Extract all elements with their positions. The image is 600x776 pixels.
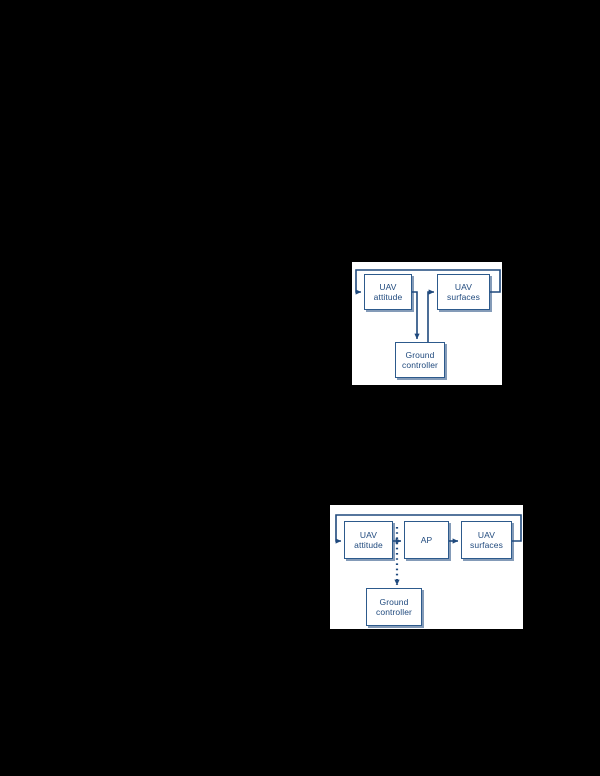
node-label-line1: UAV bbox=[359, 529, 378, 540]
node-label-line2: surfaces bbox=[470, 540, 503, 550]
node-label-line1: UAV bbox=[477, 529, 496, 540]
node-label-line1: Ground bbox=[405, 349, 435, 360]
edge-surfaces-to-attitude-top bbox=[355, 269, 501, 295]
node-uav-attitude-top[interactable]: UAV attitude bbox=[364, 274, 412, 310]
edge-ground-to-surfaces-top bbox=[427, 289, 435, 342]
node-label-line2: attitude bbox=[354, 540, 383, 550]
node-label-line1: AP bbox=[420, 534, 433, 545]
node-ground-controller-bottom[interactable]: Ground controller bbox=[366, 588, 422, 626]
node-autopilot-bottom[interactable]: AP bbox=[404, 521, 449, 559]
edge-surfaces-to-attitude-bottom bbox=[335, 514, 522, 544]
node-label-line2: controller bbox=[376, 607, 412, 617]
node-label-line2: surfaces bbox=[447, 292, 480, 302]
node-uav-surfaces-bottom[interactable]: UAV surfaces bbox=[461, 521, 512, 559]
node-ground-controller-top[interactable]: Ground controller bbox=[395, 342, 445, 378]
node-label-line1: UAV bbox=[454, 281, 473, 292]
node-label-line1: UAV bbox=[379, 281, 397, 292]
node-label-line1: Ground bbox=[379, 596, 409, 607]
node-uav-surfaces-top[interactable]: UAV surfaces bbox=[437, 274, 490, 310]
edge-attitude-to-ground-top bbox=[412, 291, 420, 340]
node-label-line2: attitude bbox=[373, 292, 403, 302]
node-uav-attitude-bottom[interactable]: UAV attitude bbox=[344, 521, 393, 559]
node-label-line2: controller bbox=[402, 360, 438, 370]
